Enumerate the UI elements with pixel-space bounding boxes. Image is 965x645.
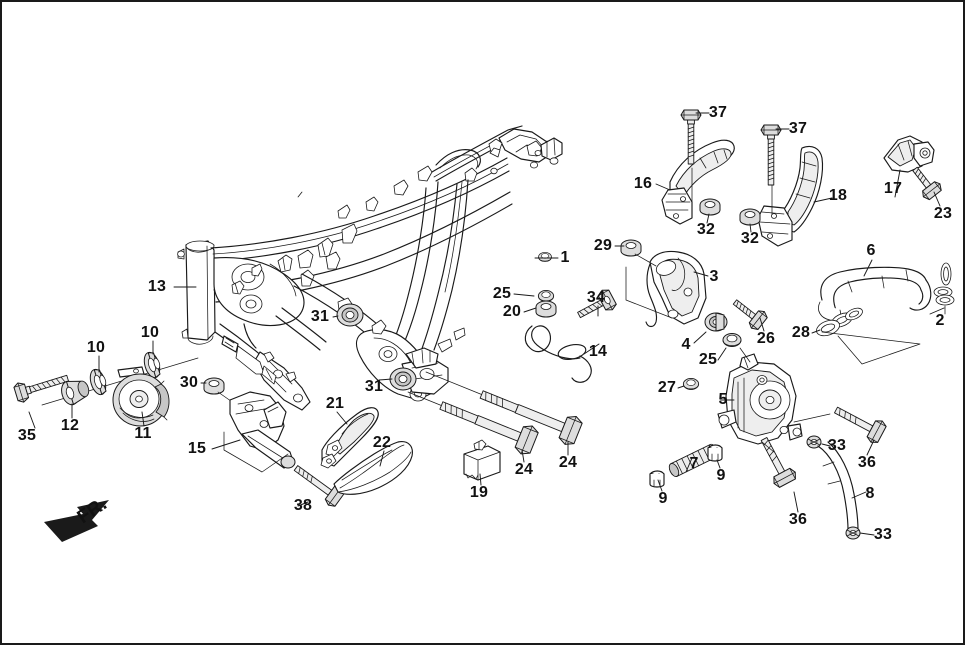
callout-number-17: 17	[883, 180, 903, 197]
callout-number-18: 18	[828, 187, 848, 204]
callout-number-35: 35	[17, 427, 37, 444]
callout-number-5: 5	[718, 391, 728, 408]
callout-number-37: 37	[708, 104, 728, 121]
callout-number-38: 38	[293, 497, 313, 514]
callout-number-12: 12	[60, 417, 80, 434]
callout-number-31: 31	[310, 308, 330, 325]
callout-number-20: 20	[502, 303, 522, 320]
callout-number-23: 23	[933, 205, 953, 222]
callout-number-2: 2	[935, 312, 945, 329]
callout-number-7: 7	[689, 455, 699, 472]
callout-number-16: 16	[633, 175, 653, 192]
callout-number-37: 37	[788, 120, 808, 137]
callout-number-25: 25	[698, 351, 718, 368]
callout-number-6: 6	[866, 242, 876, 259]
callout-number-1: 1	[560, 249, 570, 266]
callout-number-9: 9	[658, 490, 668, 507]
callout-number-34: 34	[586, 289, 606, 306]
callout-number-13: 13	[147, 278, 167, 295]
callout-number-11: 11	[134, 425, 152, 442]
callout-number-4: 4	[681, 336, 691, 353]
callout-number-27: 27	[657, 379, 677, 396]
callout-number-24: 24	[514, 461, 534, 478]
callout-number-8: 8	[865, 485, 875, 502]
callout-number-32: 32	[740, 230, 760, 247]
callout-number-29: 29	[593, 237, 613, 254]
callout-number-21: 21	[325, 395, 345, 412]
callout-number-24: 24	[558, 454, 578, 471]
callout-number-32: 32	[696, 221, 716, 238]
callout-number-14: 14	[588, 343, 608, 360]
callout-number-28: 28	[791, 324, 811, 341]
callout-number-15: 15	[187, 440, 207, 457]
callout-number-33: 33	[873, 526, 893, 543]
callout-number-10: 10	[140, 324, 160, 341]
callout-number-36: 36	[788, 511, 808, 528]
callout-number-19: 19	[469, 484, 489, 501]
callout-number-26: 26	[756, 330, 776, 347]
callout-number-22: 22	[372, 434, 392, 451]
callout-number-36: 36	[857, 454, 877, 471]
callout-number-30: 30	[179, 374, 199, 391]
callout-number-10: 10	[86, 339, 106, 356]
callout-number-33: 33	[827, 437, 847, 454]
callout-number-31: 31	[364, 378, 384, 395]
callout-number-25: 25	[492, 285, 512, 302]
callout-number-9: 9	[716, 467, 726, 484]
callout-number-3: 3	[709, 268, 719, 285]
